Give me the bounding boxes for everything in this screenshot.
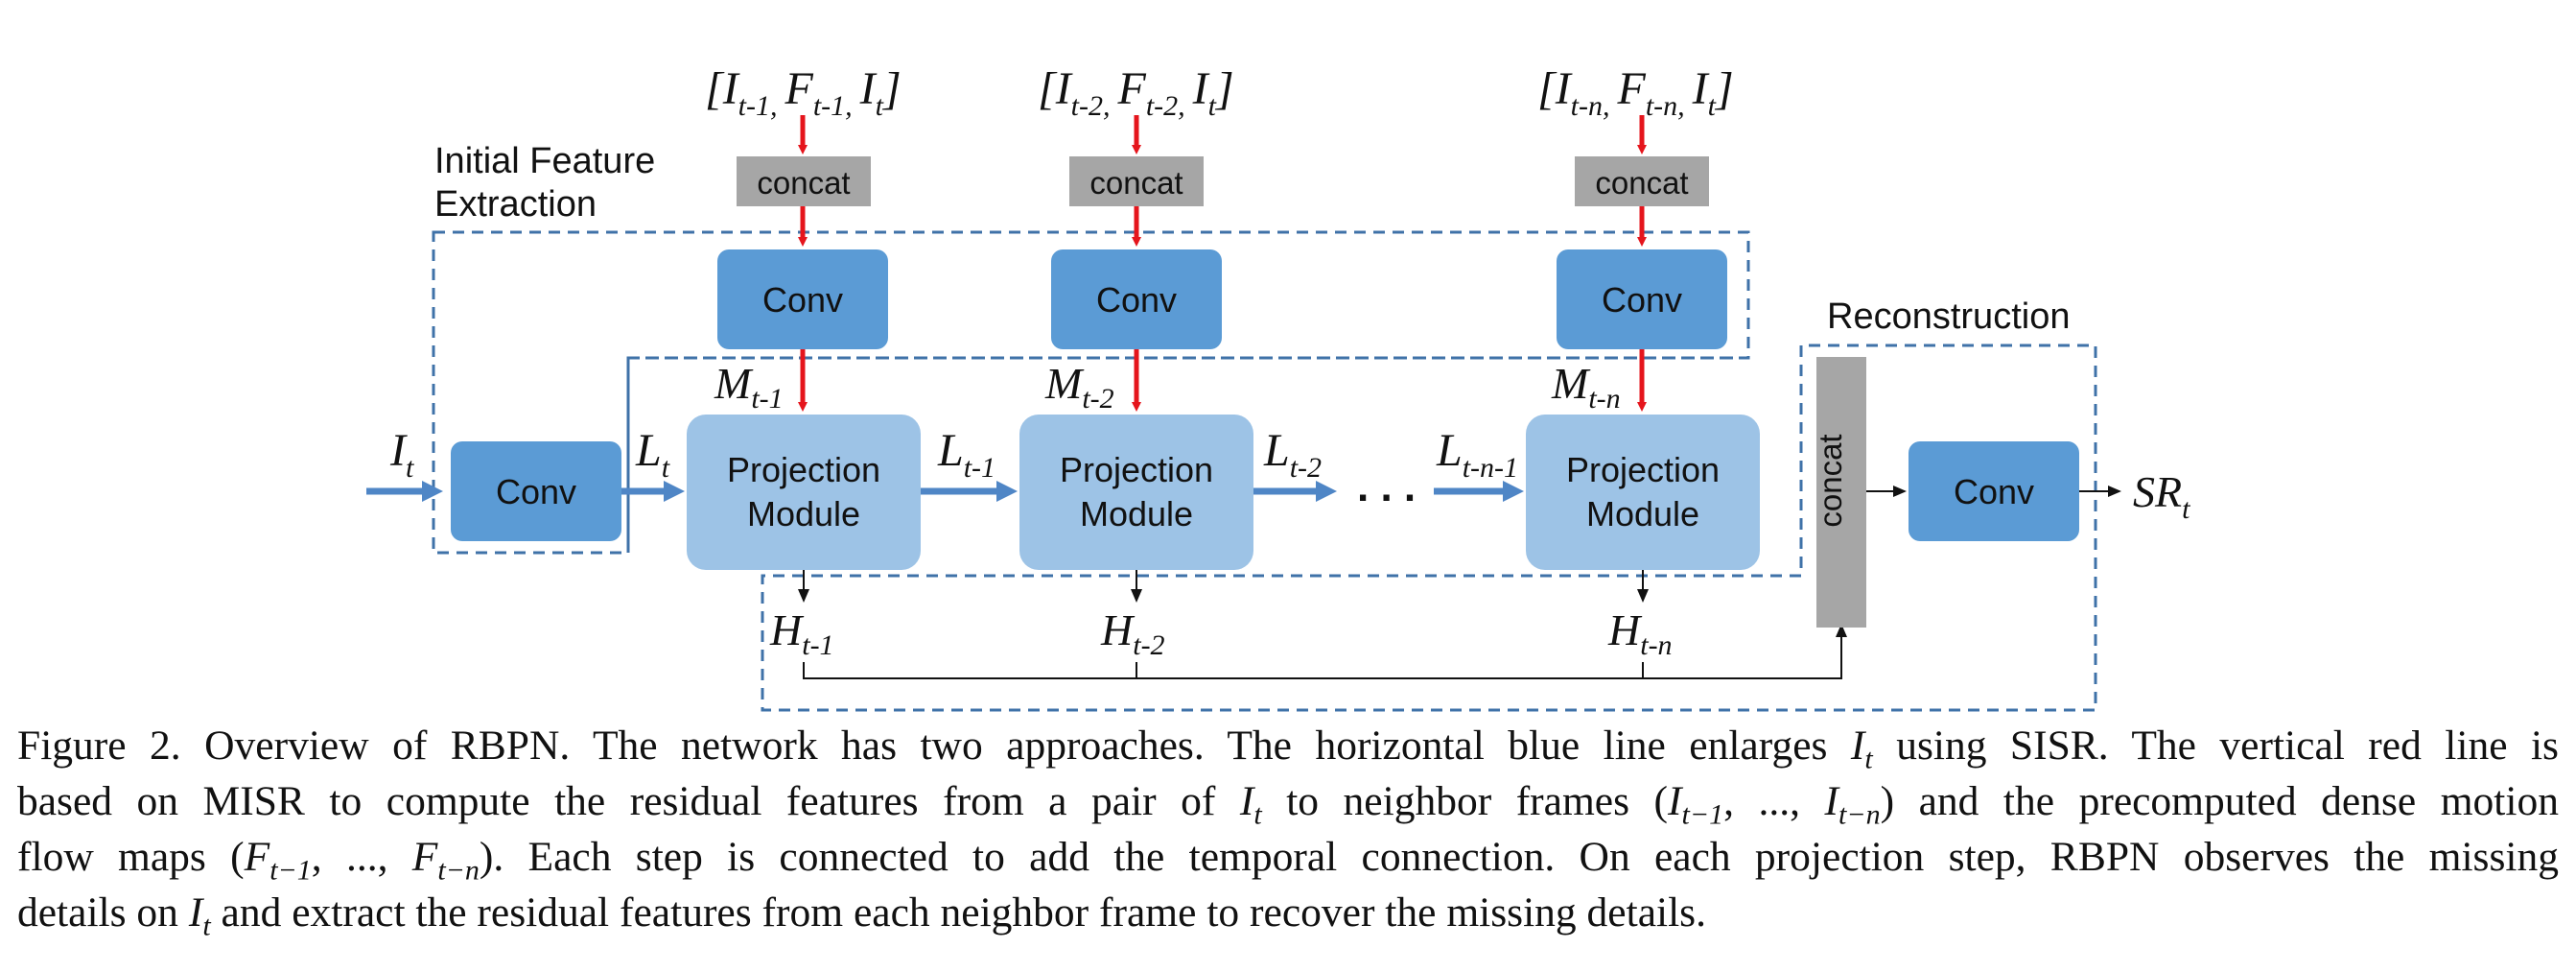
label-L-t-n-1: Lt-n-1 — [1436, 425, 1518, 484]
reconstruction-label: Reconstruction — [1827, 296, 2070, 337]
ellipsis-dots: . . . — [1357, 463, 1416, 510]
svg-text:Projection: Projection — [1060, 450, 1213, 489]
svg-text:[It-1,Ft-1,It]: [It-1,Ft-1,It] — [705, 63, 902, 122]
rbpn-diagram: Initial Feature Extraction Reconstructio… — [366, 63, 2190, 712]
svg-text:concat: concat — [1089, 165, 1183, 201]
caption-line-3: flow maps (Ft−1, ..., Ft−n). Each step i… — [17, 834, 2560, 887]
svg-text:Conv: Conv — [1954, 472, 2034, 511]
label-I-t: It — [389, 425, 414, 484]
svg-text:Module: Module — [747, 494, 860, 533]
blue-arrowhead-Ltn1 — [1503, 481, 1524, 502]
initial-feature-label-2: Extraction — [434, 184, 597, 225]
caption-line-2: based on MISR to compute the residual fe… — [17, 778, 2559, 831]
label-L-t: Lt — [635, 425, 670, 484]
svg-text:[It-2,Ft-2,It]: [It-2,Ft-2,It] — [1038, 63, 1234, 122]
svg-text:Module: Module — [1080, 494, 1193, 533]
blue-arrowhead-Lt — [664, 481, 685, 502]
h-bus-arrowhead — [1836, 624, 1847, 637]
h-bus-line — [803, 633, 1842, 679]
label-M-t-n: Mt-n — [1551, 359, 1621, 415]
reconstruction-concat-box: concat — [1813, 357, 1866, 628]
svg-text:Conv: Conv — [496, 472, 576, 511]
svg-text:Conv: Conv — [762, 280, 843, 320]
concat-box-2: concat — [1069, 156, 1204, 206]
conv-box-2: Conv — [1051, 249, 1222, 349]
caption-line-1: Figure 2. Overview of RBPN. The network … — [17, 723, 2559, 775]
projection-module-n: Projection Module — [1526, 415, 1760, 570]
projection-module-1: Projection Module — [687, 415, 921, 570]
initial-feature-label-1: Initial Feature — [434, 141, 655, 181]
figure-caption: Figure 2. Overview of RBPN. The network … — [17, 718, 2559, 940]
blue-arrowhead-Lt2 — [1316, 481, 1337, 502]
input-tuple-2: [It-2,Ft-2,It] — [1038, 63, 1234, 122]
blue-arrowhead-input — [422, 481, 443, 502]
label-H-t-n: Ht-n — [1607, 605, 1673, 661]
conv-box-reconstruction: Conv — [1909, 441, 2079, 541]
concat-box-1: concat — [737, 156, 871, 206]
svg-text:concat: concat — [1813, 434, 1848, 527]
svg-text:Module: Module — [1586, 494, 1699, 533]
label-M-t-1: Mt-1 — [714, 359, 784, 415]
svg-text:Conv: Conv — [1602, 280, 1682, 320]
svg-text:Conv: Conv — [1096, 280, 1177, 320]
projection-region — [628, 344, 2097, 712]
label-L-t-2: Lt-2 — [1263, 425, 1322, 484]
label-L-t-1: Lt-1 — [937, 425, 995, 484]
conv-box-n: Conv — [1557, 249, 1727, 349]
input-tuple-n: [It-n,Ft-n,It] — [1537, 63, 1734, 122]
conv-box-1: Conv — [717, 249, 888, 349]
concat-box-n: concat — [1575, 156, 1709, 206]
svg-text:concat: concat — [1595, 165, 1688, 201]
caption-line-4: details on It and extract the residual f… — [17, 889, 1706, 942]
svg-text:[It-n,Ft-n,It]: [It-n,Ft-n,It] — [1537, 63, 1734, 122]
label-M-t-2: Mt-2 — [1044, 359, 1114, 415]
svg-text:Projection: Projection — [1566, 450, 1720, 489]
svg-text:Projection: Projection — [727, 450, 880, 489]
blue-arrowhead-Lt1 — [996, 481, 1018, 502]
projection-module-2: Projection Module — [1019, 415, 1253, 570]
label-H-t-1: Ht-1 — [769, 605, 834, 661]
input-tuple-1: [It-1,Ft-1,It] — [705, 63, 902, 122]
svg-text:concat: concat — [757, 165, 850, 201]
conv-box-initial: Conv — [451, 441, 621, 541]
label-H-t-2: Ht-2 — [1100, 605, 1165, 661]
label-SR-t: SRt — [2133, 467, 2190, 525]
